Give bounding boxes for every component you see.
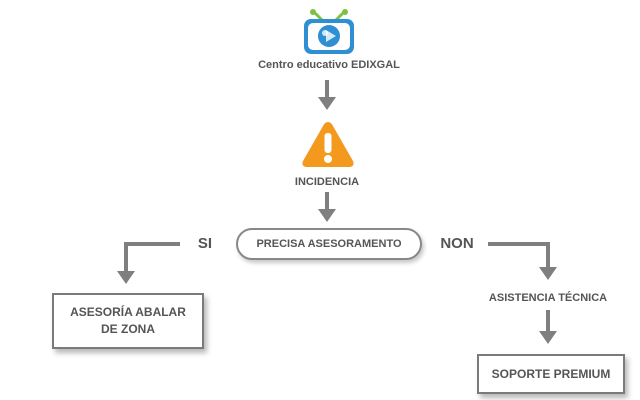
tech-support-label: ASISTENCIA TÉCNICA: [488, 292, 608, 304]
decision-pill: PRECISA ASESORAMENTO: [236, 228, 422, 260]
premium-support-box: SOPORTE PREMIUM: [477, 354, 625, 394]
incident-label: INCIDENCIA: [294, 176, 360, 188]
arrow-no-branch: [488, 242, 550, 268]
edixgal-logo-icon: [298, 6, 360, 56]
arrow-yes-branch: [124, 242, 180, 272]
zone-advice-line1: ASESORÍA ABALAR: [70, 305, 186, 320]
branch-no-label: NON: [440, 235, 474, 252]
center-label: Centro educativo EDIXGAL: [258, 59, 400, 71]
zone-advice-line2: DE ZONA: [101, 322, 155, 336]
branch-yes-label: SI: [197, 235, 213, 252]
zone-advice-box: ASESORÍA ABALAR DE ZONA: [52, 293, 204, 349]
warning-icon: [299, 118, 357, 170]
